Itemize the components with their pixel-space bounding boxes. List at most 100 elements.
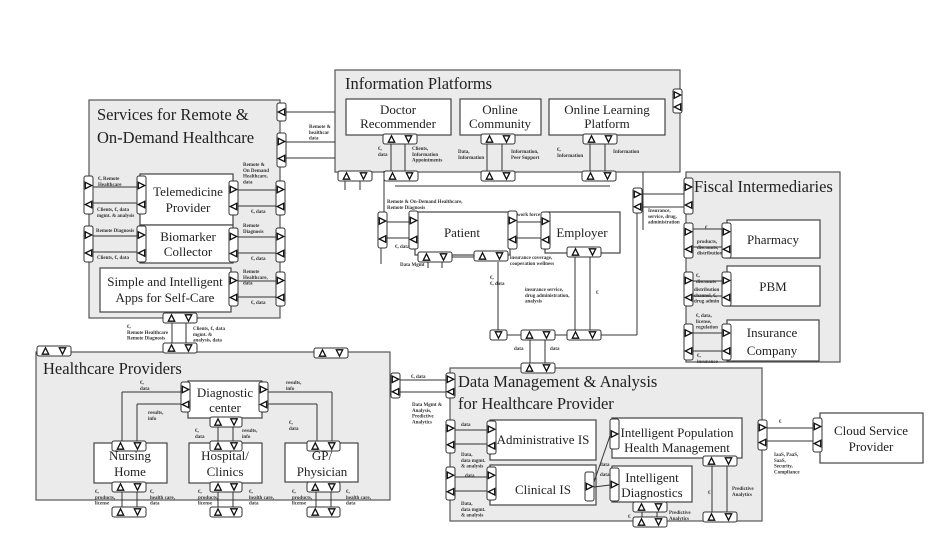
port: [275, 271, 286, 307]
triangle-left-icon: [390, 387, 400, 397]
triangle-right-icon: [137, 230, 147, 240]
triangle-up-icon: [213, 507, 223, 516]
flow-label-line: Peer Support: [511, 156, 540, 161]
port: [632, 501, 668, 513]
triangle-right-icon: [84, 181, 94, 190]
triangle-left-icon: [228, 202, 238, 211]
flow-label-h5: €,data: [195, 429, 205, 440]
flow-label-line: €,: [127, 325, 132, 330]
port: [111, 440, 147, 452]
port: [228, 271, 239, 307]
triangle-down-icon: [404, 135, 413, 144]
triangle-left-icon: [445, 387, 455, 397]
port: [209, 506, 243, 518]
flow-label-line: data: [346, 502, 356, 507]
flow-label-line: Remote & On-Demand Healthcare,: [387, 200, 463, 205]
triangle-down-icon: [229, 418, 239, 427]
fiscal-title: Fiscal Intermediaries: [694, 177, 833, 196]
flow-label-line: service, drug,: [648, 215, 677, 220]
port: [584, 471, 595, 502]
services-title: Services for Remote &On-Demand Healthcar…: [97, 105, 254, 147]
flow-label-d6: Data,data mgmt.& analysis: [461, 502, 486, 519]
triangle-left-icon: [683, 346, 693, 356]
port: [480, 170, 516, 182]
triangle-left-icon: [486, 487, 496, 497]
flow-label-line: results,: [242, 429, 258, 434]
flow-label-line: mgmt. & analysis: [97, 214, 134, 219]
flow-label-line: drug administration,: [525, 294, 570, 299]
flow-label-line: €, data: [395, 245, 410, 250]
flow-label-i1: €,data: [378, 147, 388, 158]
port: [757, 419, 768, 451]
triangle-left-icon: [445, 440, 455, 450]
port: [445, 466, 456, 501]
port: [486, 420, 497, 455]
triangle-down-icon: [327, 442, 337, 451]
flow-label-line: €,: [140, 381, 145, 386]
flow-label-line: data: [243, 282, 253, 287]
flow-label-line: Analysis,: [412, 409, 432, 414]
triangle-up-icon: [310, 441, 320, 450]
flow-label-line: data: [195, 435, 205, 440]
flow-label-line: €,: [378, 147, 383, 152]
flow-label-line: €, data,: [696, 314, 712, 319]
flow-label-line: Predictive: [669, 511, 691, 516]
triangle-right-icon: [378, 216, 388, 226]
flow-label-line: data: [243, 180, 253, 185]
flow-label-line: analysis, data: [193, 339, 222, 344]
triangle-up-icon: [318, 348, 327, 357]
flow-label-line: data: [600, 463, 610, 468]
flow-label-line: Healthcare,: [243, 276, 269, 281]
flow-label-line: products,: [95, 496, 116, 501]
flow-label-line: Clients, €, data: [193, 327, 225, 332]
triangle-up-icon: [167, 313, 176, 322]
flow-label-line: & analysis: [461, 465, 483, 470]
port: [702, 455, 738, 467]
flow-label-line: €,: [249, 490, 254, 495]
flow-label-d9: €: [708, 491, 711, 496]
flow-label-line: channel, €,: [694, 294, 718, 299]
port: [609, 467, 620, 502]
svg-text:GP/Physician: GP/Physician: [297, 448, 348, 479]
flow-label-line: data mgmt.: [461, 508, 486, 513]
triangle-up-icon: [586, 171, 595, 180]
port: [83, 225, 94, 263]
triangle-down-icon: [133, 508, 142, 517]
triangle-left-icon: [228, 249, 238, 258]
port: [480, 133, 516, 145]
triangle-left-icon: [258, 400, 268, 409]
triangle-right-icon: [684, 182, 694, 192]
flow-label-i4: Information,Peer Support: [511, 150, 540, 161]
flow-label-line: €,: [289, 421, 294, 426]
flow-label-line: Remote: [243, 224, 260, 229]
triangle-up-icon: [213, 482, 223, 491]
triangle-right-icon: [84, 230, 94, 240]
triangle-up-icon: [485, 171, 494, 180]
triangle-down-icon: [229, 483, 239, 492]
flow-label-line: €: [628, 515, 631, 520]
flow-label-line: distribution: [697, 252, 723, 257]
port: [180, 381, 191, 413]
flow-label-i6: Information: [613, 150, 639, 155]
triangle-right-icon: [276, 185, 286, 194]
flow-label-h2: results,info: [148, 411, 164, 422]
flow-label-i10: insurance coverage,cooperation wellness: [510, 256, 554, 267]
flow-label-line: mgmt. &: [193, 333, 212, 338]
triangle-left-icon: [275, 202, 285, 211]
flow-label-line: Information: [412, 153, 438, 158]
triangle-left-icon: [683, 244, 693, 254]
triangle-right-icon: [758, 423, 768, 432]
